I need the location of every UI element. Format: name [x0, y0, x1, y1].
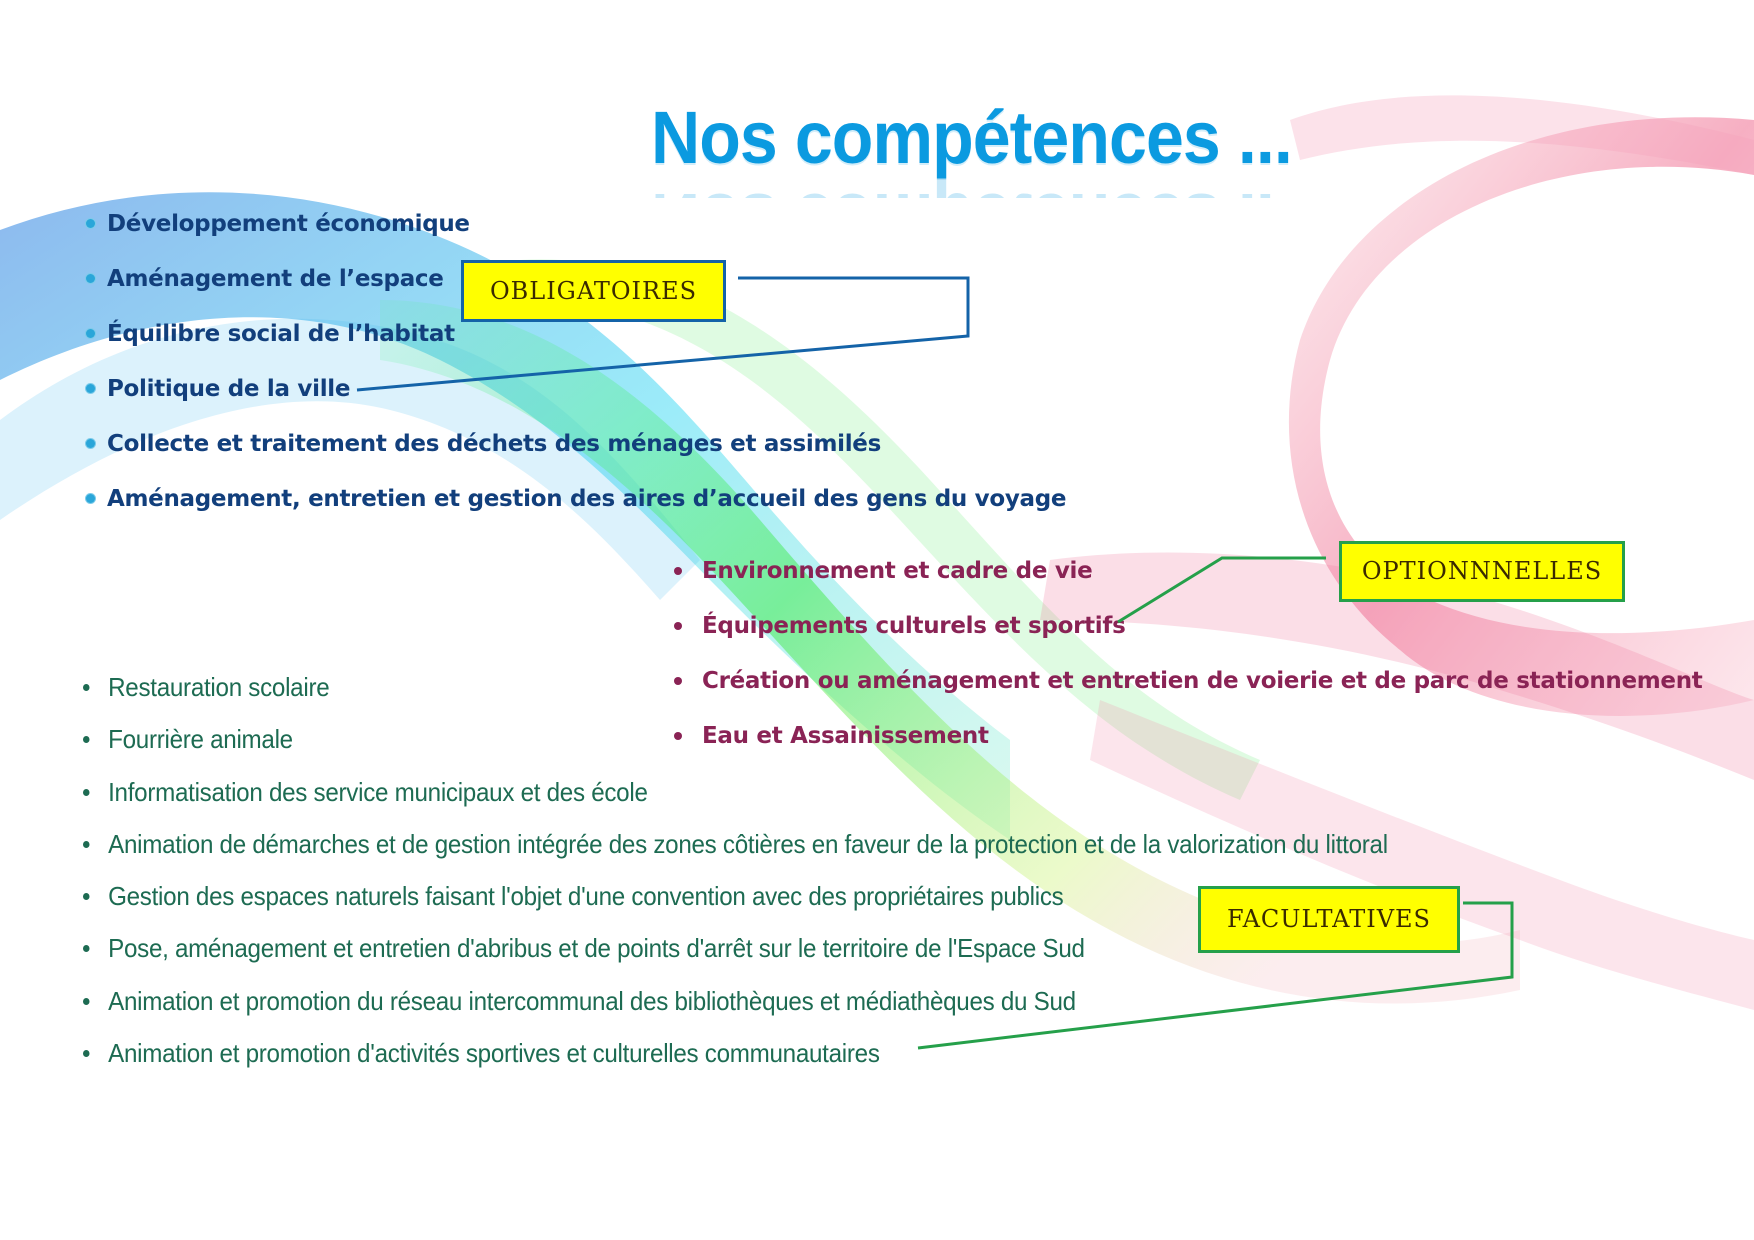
bullet-icon [83, 684, 90, 691]
list-item: Équilibre social de l’habitat [86, 316, 1066, 371]
list-item: Fourrière animale [83, 721, 1388, 773]
bullet-icon [86, 439, 95, 448]
list-item: Gestion des espaces naturels faisant l'o… [83, 878, 1388, 930]
bullet-icon [674, 622, 682, 630]
bullet-icon [674, 732, 682, 740]
list-item: Animation et promotion d'activités sport… [83, 1035, 1388, 1087]
page-title: Nos compétences ... [651, 96, 1293, 179]
bullet-icon [83, 997, 90, 1005]
bullet-icon [83, 893, 90, 901]
list-item: Politique de la ville [86, 371, 1066, 426]
bullet-icon [86, 494, 95, 503]
list-item: Développement économique [86, 206, 1066, 261]
list-item: Restauration scolaire [83, 669, 1388, 721]
optionnelles-list: Environnement et cadre de vie Équipement… [674, 553, 1703, 773]
list-item: Équipements culturels et sportifs [674, 608, 1703, 663]
bullet-icon [86, 384, 95, 393]
facultatives-label: FACULTATIVES [1198, 886, 1460, 953]
bullet-icon [83, 1050, 90, 1058]
bullet-icon [674, 677, 682, 685]
list-item: Aménagement, entretien et gestion des ai… [86, 481, 1067, 536]
facultatives-list: Restauration scolaire Fourrière animale … [83, 669, 1486, 1087]
bullet-icon [83, 788, 90, 796]
list-item: Environnement et cadre de vie [674, 553, 1703, 608]
bullet-icon [86, 329, 95, 338]
bullet-icon [83, 736, 90, 744]
list-item: Animation et promotion du réseau interco… [83, 983, 1388, 1035]
list-item: Création ou aménagement et entretien de … [674, 663, 1703, 718]
list-item: Pose, aménagement et entretien d'abribus… [83, 930, 1388, 982]
optionnelles-label: OPTIONNNELLES [1339, 541, 1625, 602]
bullet-icon [674, 567, 682, 575]
list-item: Informatisation des service municipaux e… [83, 774, 1388, 826]
bullet-icon [83, 945, 90, 953]
list-item: Collecte et traitement des déchets des m… [86, 426, 1066, 481]
bullet-icon [83, 840, 90, 848]
obligatoires-list: Développement économique Aménagement de … [86, 206, 1067, 536]
list-item: Animation de démarches et de gestion int… [83, 826, 1388, 878]
bullet-icon [86, 274, 95, 283]
list-item: Eau et Assainissement [674, 718, 1703, 773]
obligatoires-label: OBLIGATOIRES [461, 260, 726, 322]
bullet-icon [86, 219, 95, 228]
